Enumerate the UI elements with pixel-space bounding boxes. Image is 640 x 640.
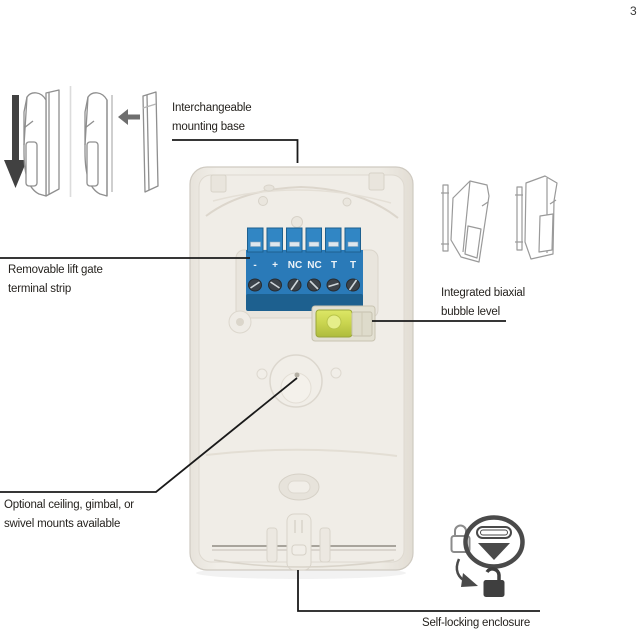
callout-enclosure: Self-locking enclosure xyxy=(422,614,530,633)
terminal-label: T xyxy=(350,260,356,271)
mounting-base-plate-sketch xyxy=(142,91,159,193)
swivel-mount-sketch-right xyxy=(515,175,558,260)
self-locking-icons xyxy=(450,515,525,597)
callout-line: bubble level xyxy=(441,306,500,318)
screw-hole xyxy=(330,367,342,379)
terminal-towers xyxy=(247,227,361,253)
lock-open-icon xyxy=(483,567,505,597)
sensor-with-base-sketch xyxy=(23,89,60,197)
screw-turn-icon xyxy=(463,515,525,569)
terminal-label: NC xyxy=(288,260,302,271)
terminal-label: NC xyxy=(307,260,321,271)
callout-line: mounting base xyxy=(172,121,245,133)
terminal-labels: - + NC NC T T xyxy=(253,260,356,271)
terminal-label: + xyxy=(272,260,278,271)
callout-line: Interchangeable xyxy=(172,102,252,114)
leader-line-mounts xyxy=(0,377,298,493)
callout-mounting-base: Interchangeable mounting base xyxy=(172,99,252,137)
callout-mounts: Optional ceiling, gimbal, or swivel mount… xyxy=(4,496,134,534)
curved-arrow-icon xyxy=(455,558,478,587)
page-number: 3 xyxy=(630,4,637,18)
screw-hole xyxy=(291,216,303,228)
screw-hole xyxy=(342,197,352,207)
callout-line: Self-locking enclosure xyxy=(422,617,531,629)
bottom-mechanism xyxy=(212,513,396,571)
screw-hole xyxy=(256,368,268,380)
screw-hole xyxy=(258,196,268,206)
mounting-clip-left xyxy=(210,174,227,193)
callout-line: terminal strip xyxy=(8,283,72,295)
terminal-screws xyxy=(248,278,360,292)
mounting-clip-right xyxy=(368,172,385,191)
swivel-mount-sketch-left xyxy=(441,180,490,263)
down-arrow-icon xyxy=(4,95,27,188)
bubble-level xyxy=(311,305,376,342)
callout-line: Integrated biaxial xyxy=(441,287,525,299)
left-arrow-icon xyxy=(118,109,140,125)
terminal-block: - + NC NC T T xyxy=(246,227,363,311)
callout-terminal-strip: Removable lift gate terminal strip xyxy=(8,261,103,299)
sensor-detached-sketch xyxy=(84,92,113,197)
callout-bubble-level: Integrated biaxial bubble level xyxy=(441,284,525,322)
callout-line: swivel mounts available xyxy=(4,518,121,530)
locking-tab xyxy=(286,513,312,571)
leader-line-enclosure xyxy=(297,570,540,612)
terminal-label: - xyxy=(253,260,256,271)
device-photo: - + NC NC T T xyxy=(189,166,414,579)
callout-line: Optional ceiling, gimbal, or xyxy=(4,499,134,511)
callout-line: Removable lift gate xyxy=(8,264,103,276)
terminal-label: T xyxy=(331,260,337,271)
leader-line-mounting-base xyxy=(172,139,299,163)
